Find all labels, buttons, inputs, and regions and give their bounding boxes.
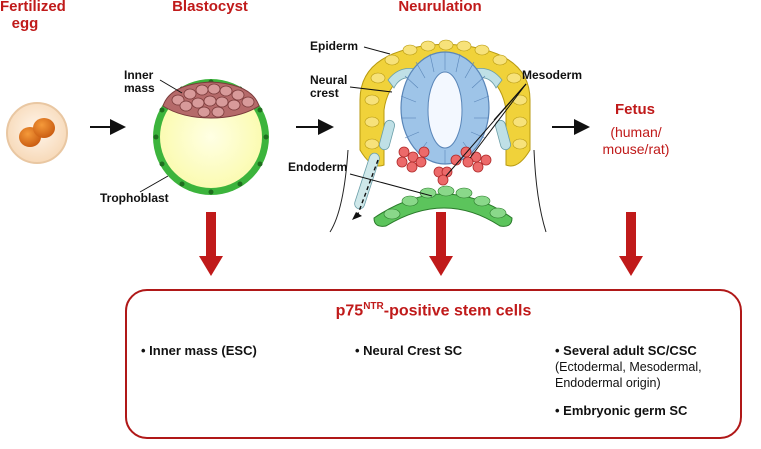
red-down-arrow-icon [619,212,643,276]
label-epiderm: Epiderm [310,39,359,53]
stage-fertilized-egg: Fertilized egg [0,0,66,32]
label-inner-mass: Inner mass [124,68,155,95]
red-down-arrow-icon [429,212,453,276]
red-down-arrow-icon [199,212,223,276]
label-neural-crest: Neural crest [310,73,348,100]
blastocyst-icon [153,79,269,195]
stage-fetus-label: Fetus [614,101,655,118]
fetus-species: (human/ mouse/rat) [596,124,676,158]
neurulation-icon [329,39,547,233]
stage-blastocyst-label: Blastocyst [172,0,248,15]
label-trophoblast: Trophoblast [100,191,169,205]
stage-fertilized-label: Fertilized egg [0,0,66,32]
stage-blastocyst: Blastocyst [150,0,270,15]
item-embryonic-germ: • Embryonic germ SC [555,403,688,418]
item-inner-mass: • Inner mass (ESC) [141,343,257,358]
stage-neurulation: Neurulation [380,0,500,15]
stem-cells-box: p75NTR-positive stem cells • Inner mass … [125,289,742,439]
stage-neurulation-label: Neurulation [398,0,482,15]
fetus-species-label: (human/ mouse/rat) [602,124,670,157]
fertilized-egg-icon [6,102,68,164]
label-mesoderm: Mesoderm [522,68,583,82]
stage-fetus: Fetus [595,101,675,118]
item-adult-sc-origin: (Ectodermal, Mesodermal, Endodermal orig… [555,360,702,390]
label-endoderm: Endoderm [288,160,348,174]
box-title: p75NTR-positive stem cells [335,301,532,320]
item-adult-sc: • Several adult SC/CSC (Ectodermal, Meso… [555,343,702,390]
item-neural-crest: • Neural Crest SC [355,343,463,358]
